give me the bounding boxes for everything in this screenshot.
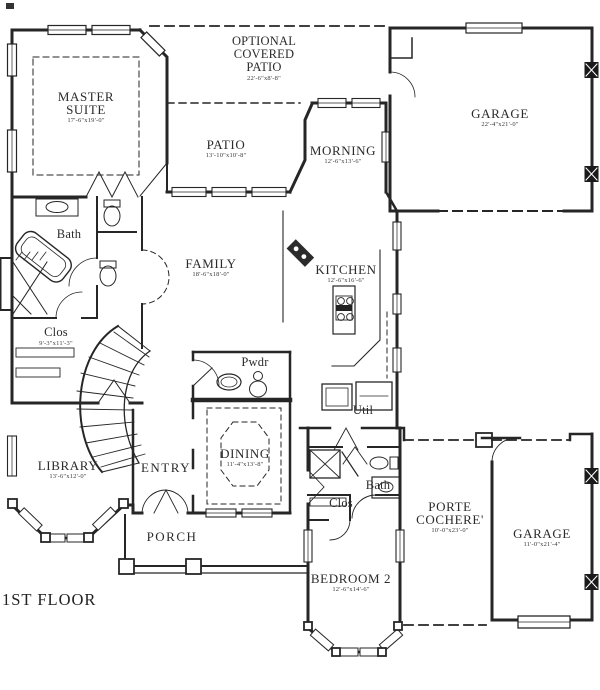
dining-ceiling-octagon-dashed <box>220 421 270 487</box>
optional-patio-dashed <box>149 25 391 104</box>
window-icon <box>309 628 335 652</box>
dining-windows <box>205 508 273 518</box>
scan-artifact <box>6 3 14 9</box>
window-icon <box>6 129 18 173</box>
porch-walls <box>118 514 309 575</box>
window-icon <box>47 24 87 36</box>
utility-walls <box>298 426 399 451</box>
sink-icon <box>216 373 242 391</box>
porte-cochere-dashed <box>395 426 571 626</box>
tray-ceiling-dashed <box>32 56 140 176</box>
door-arc-icon <box>351 494 377 519</box>
window-icon <box>241 508 273 518</box>
walls-layer <box>0 3 599 657</box>
kitchen-walls <box>282 209 399 430</box>
closet-shelf <box>309 497 347 507</box>
shower-icon <box>309 449 341 479</box>
master-suite-walls <box>10 27 169 405</box>
kitchen-windows <box>392 221 402 373</box>
dining-ceiling-dashed <box>206 407 282 505</box>
toilet-icon <box>103 199 121 227</box>
library-windows <box>6 435 129 543</box>
window-icon <box>392 221 402 251</box>
window-icon <box>303 529 313 563</box>
door-arc-icon <box>68 257 98 287</box>
window-icon <box>91 506 117 531</box>
fridge-icon <box>321 383 353 411</box>
washer-dryer-icon <box>355 381 393 411</box>
window-icon <box>317 97 347 109</box>
closet2-walls <box>307 494 351 541</box>
master-closet-walls <box>10 347 144 405</box>
window-icon <box>205 508 237 518</box>
door-leaf <box>341 451 359 477</box>
window-icon <box>359 647 381 657</box>
door-leaf <box>192 367 213 387</box>
dining-walls <box>191 398 292 515</box>
window-icon <box>6 43 18 77</box>
shower-icon <box>12 251 48 315</box>
master-bath-walls <box>0 196 137 319</box>
column-icon <box>118 558 202 575</box>
door-arc-icon <box>342 446 368 465</box>
door-arc-icon <box>141 489 189 514</box>
door-arc-icon <box>55 291 83 319</box>
garage-rear-walls <box>480 432 599 629</box>
family-windows <box>171 186 287 198</box>
window-icon <box>395 529 405 563</box>
window-icon <box>140 31 166 57</box>
closet-shelf <box>15 347 75 358</box>
closet-shelf <box>15 367 61 378</box>
bath2-walls <box>307 446 401 519</box>
toilet-icon <box>99 260 117 287</box>
cooktop-icon <box>335 295 354 321</box>
vanity-icon <box>35 198 79 217</box>
column-icon <box>7 498 129 543</box>
door-arc-icon <box>491 437 517 463</box>
double-door-icon <box>153 489 179 514</box>
patio-morning-walls <box>288 101 399 213</box>
kitchen-island-icon <box>332 285 356 335</box>
double-door-icon <box>85 170 139 199</box>
window-icon <box>251 186 287 198</box>
column-icon <box>475 432 493 448</box>
window-icon <box>211 186 247 198</box>
garage-door-icon <box>517 615 571 629</box>
bedroom2-windows <box>303 529 405 657</box>
page-title: 1ST FLOOR <box>2 590 97 609</box>
toilet-icon <box>369 456 399 470</box>
niche-dashed <box>141 249 170 305</box>
counter-edge <box>331 249 381 367</box>
window-icon <box>17 507 43 532</box>
morning-windows <box>317 97 391 163</box>
shower-bump <box>0 257 13 311</box>
window-icon <box>171 186 207 198</box>
powder-walls <box>190 350 293 403</box>
door-arc-icon <box>139 162 168 197</box>
window-icon <box>337 647 359 657</box>
column-icon <box>303 621 403 657</box>
corner-sink-icon <box>286 239 315 267</box>
window-icon <box>6 435 18 477</box>
entry-walls <box>131 489 195 515</box>
garage-front-walls <box>388 22 599 213</box>
sink-icon <box>371 476 401 499</box>
stairs-icon <box>76 324 151 474</box>
master-windows <box>6 24 166 173</box>
door-arc-icon <box>329 519 351 541</box>
toilet-icon <box>249 371 267 398</box>
bathtub-icon <box>14 230 72 283</box>
door-arc-icon <box>389 71 416 98</box>
window-icon <box>392 347 402 373</box>
window-icon <box>351 97 381 109</box>
window-icon <box>91 24 131 36</box>
window-icon <box>465 22 523 34</box>
door-arc-icon <box>192 359 220 387</box>
window-icon <box>392 293 402 315</box>
